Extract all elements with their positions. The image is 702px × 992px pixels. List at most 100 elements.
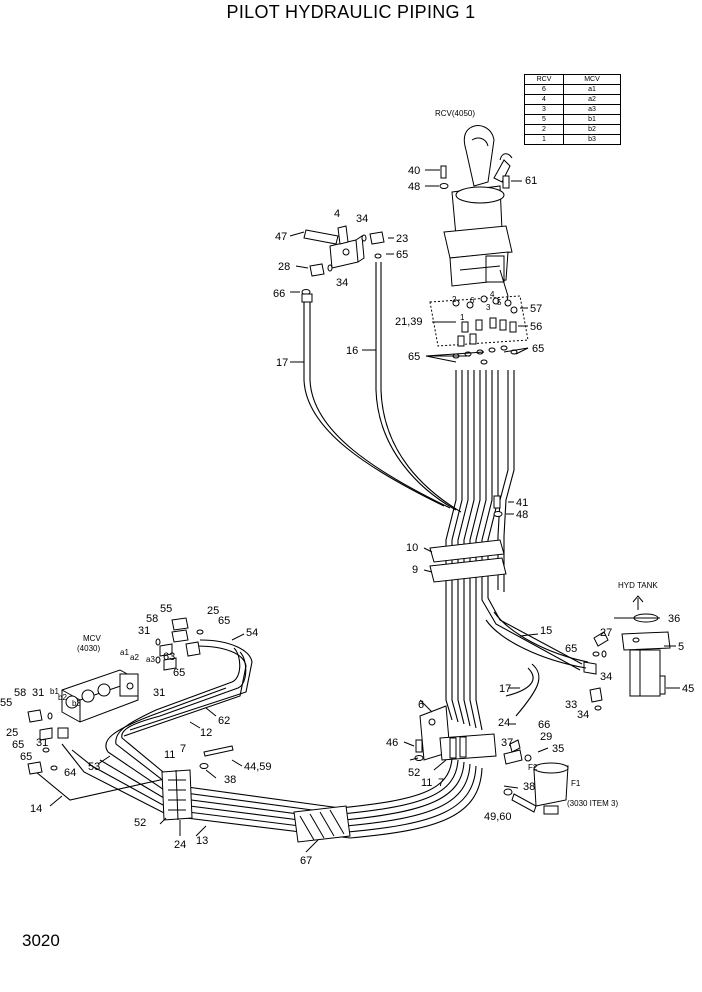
- filter-port-f2: F2: [528, 763, 538, 772]
- shuttle-valve: [301, 225, 385, 303]
- part-label-24: 24: [174, 839, 186, 851]
- part-label-38: 38: [523, 781, 535, 793]
- part-label-23: 23: [396, 233, 408, 245]
- part-label-16: 16: [346, 345, 358, 357]
- mcv-fittings: [27, 617, 204, 775]
- part-label-55: 55: [160, 603, 172, 615]
- part-label-31: 31: [36, 737, 48, 749]
- mcv-port-label: b3: [72, 699, 81, 708]
- rcv-port-label: 4: [490, 290, 495, 299]
- hose-protector: [293, 805, 351, 843]
- part-label-25: 25: [207, 605, 219, 617]
- hyd-tank-port: [621, 595, 671, 697]
- part-label-10: 10: [406, 542, 418, 554]
- part-label-27: 27: [600, 627, 612, 639]
- part-label-52: 52: [408, 767, 420, 779]
- part-label-13: 13: [196, 835, 208, 847]
- part-label-57: 57: [530, 303, 542, 315]
- part-label-61: 61: [525, 175, 537, 187]
- hyd-tank-label: HYD TANK: [618, 581, 658, 590]
- part-label-62: 62: [218, 715, 230, 727]
- part-label-35: 35: [552, 743, 564, 755]
- part-label-64: 64: [64, 767, 76, 779]
- part-label-31: 31: [32, 687, 44, 699]
- part-label-66: 66: [538, 719, 550, 731]
- part-label-17: 17: [499, 683, 511, 695]
- part-label-47: 47: [275, 231, 287, 243]
- part-label-40: 40: [408, 165, 420, 177]
- part-label-15: 15: [540, 625, 552, 637]
- part-label-66: 66: [273, 288, 285, 300]
- part-label-7: 7: [438, 777, 444, 789]
- return-filter: [503, 739, 569, 815]
- part-label-58: 58: [14, 687, 26, 699]
- part-label-34: 34: [356, 213, 368, 225]
- part-label-34: 34: [336, 277, 348, 289]
- hose-17: [309, 300, 451, 509]
- mcv-port-label: b2: [58, 693, 67, 702]
- mcv-port-label: a1: [120, 648, 129, 657]
- main-hose-run: [35, 639, 483, 839]
- rcv-bolt: [425, 165, 522, 189]
- part-label-4: 4: [334, 208, 340, 220]
- part-label-53: 53: [88, 761, 100, 773]
- hose-bracket: [414, 705, 497, 761]
- part-label-46: 46: [386, 737, 398, 749]
- hose-17: [303, 300, 445, 507]
- mcv-name: MCV: [83, 634, 101, 643]
- part-label-67: 67: [300, 855, 312, 867]
- part-label-49-60: 49,60: [484, 811, 512, 823]
- hose-clamp-left: [161, 745, 234, 821]
- hose-16: [375, 262, 457, 511]
- rcv-port-label: 2: [452, 295, 457, 304]
- part-label-6: 6: [418, 699, 424, 711]
- mcv-port-label: a3: [146, 655, 155, 664]
- page-number: 3020: [22, 931, 60, 950]
- part-label-65: 65: [532, 343, 544, 355]
- part-label-63: 63: [163, 651, 175, 663]
- part-label-38: 38: [224, 774, 236, 786]
- tank-fittings: [485, 611, 609, 711]
- mcv-port-label: b1: [50, 687, 59, 696]
- part-label-48: 48: [516, 509, 528, 521]
- mcv-valve: [61, 669, 139, 723]
- part-label-31: 31: [138, 625, 150, 637]
- hose-17-b: [505, 667, 534, 697]
- part-label-25: 25: [6, 727, 18, 739]
- part-label-36: 36: [668, 613, 680, 625]
- part-label-52: 52: [134, 817, 146, 829]
- part-label-44-59: 44,59: [244, 761, 272, 773]
- part-label-29: 29: [540, 731, 552, 743]
- part-label-65: 65: [173, 667, 185, 679]
- rcv-hose-bundle: [445, 370, 583, 731]
- mcv-code: (4030): [77, 644, 100, 653]
- part-label-65: 65: [218, 615, 230, 627]
- part-label-31: 31: [153, 687, 165, 699]
- table-cell: b3: [563, 134, 621, 145]
- rcv-port-label: 5: [497, 298, 502, 307]
- part-label-12: 12: [200, 727, 212, 739]
- part-label-58: 58: [146, 613, 158, 625]
- leader-lines: [49, 231, 680, 853]
- part-label-7: 7: [180, 743, 186, 755]
- part-label-41: 41: [516, 497, 528, 509]
- part-label-24: 24: [498, 717, 510, 729]
- part-label-34: 34: [600, 671, 612, 683]
- rcv-port-label: 3: [486, 303, 491, 312]
- part-label-65: 65: [396, 249, 408, 261]
- part-label-9: 9: [412, 564, 418, 576]
- part-label-11: 11: [421, 777, 432, 789]
- part-label-21-39: 21,39: [395, 316, 423, 328]
- rcv-port-label: 6: [470, 296, 475, 305]
- hose-17-b: [515, 663, 540, 717]
- rcv-joystick-assembly: [443, 125, 513, 307]
- part-label-11: 11: [164, 749, 175, 761]
- part-label-65: 65: [12, 739, 24, 751]
- rcv-name: RCV(4050): [435, 109, 475, 118]
- rcv-port-label: 1: [460, 313, 465, 322]
- mcv-port-label: a2: [130, 653, 139, 662]
- part-label-5: 5: [678, 641, 684, 653]
- part-label-55: 55: [0, 697, 12, 709]
